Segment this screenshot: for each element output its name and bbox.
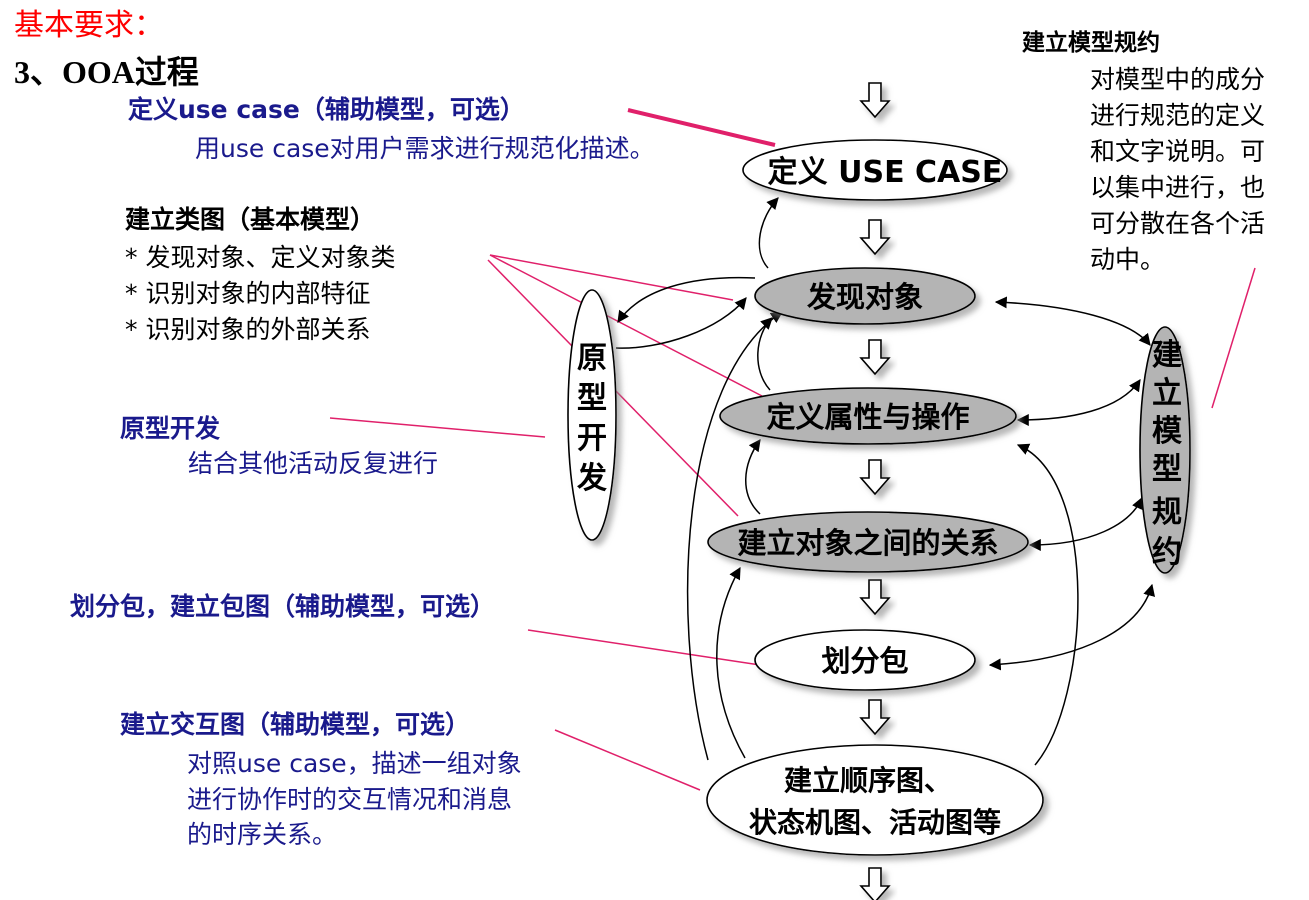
- section-title: 3、OOA过程: [14, 54, 199, 90]
- spec-node-char: 建: [1152, 338, 1182, 373]
- spec-note-line: 动中。: [1090, 245, 1165, 274]
- spec-node: 建 立 模 型 规 约: [1139, 326, 1191, 574]
- prototype-node: 原 型 开 发: [567, 289, 617, 541]
- class-diagram-item: * 识别对象的内部特征: [125, 279, 370, 308]
- spec-node-char: 模: [1152, 414, 1182, 449]
- pointer-line: [489, 254, 734, 301]
- class-diagram-note-title: 建立类图（基本模型）: [125, 205, 375, 234]
- spec-note-line: 以集中进行，也: [1090, 173, 1265, 202]
- pointer-line: [627, 108, 776, 147]
- prototype-node-char: 原: [577, 341, 607, 376]
- spec-note-title: 建立模型规约: [1022, 29, 1160, 56]
- spec-note-line: 对模型中的成分: [1090, 65, 1265, 94]
- feedback-arrow: [686, 311, 783, 761]
- node-packages: 划分包: [754, 629, 976, 691]
- node-define-attributes: 定义属性与操作: [719, 387, 1017, 445]
- interaction-note-body: 进行协作时的交互情况和消息: [187, 785, 512, 814]
- node-build-relations: 建立对象之间的关系: [707, 511, 1029, 573]
- pointer-lines: [329, 108, 1256, 791]
- feedback-arrow: [716, 566, 746, 759]
- down-arrow-icon: [860, 579, 890, 615]
- prototype-arrow: [617, 276, 756, 323]
- pointer-line: [554, 729, 701, 791]
- node-label: 状态机图、活动图等: [749, 806, 1001, 839]
- pointer-line: [527, 629, 761, 666]
- prototype-arrow: [615, 297, 747, 349]
- spec-note-line: 进行规范的定义: [1090, 101, 1265, 130]
- spec-node-char: 规: [1152, 495, 1182, 530]
- node-label: 定义属性与操作: [766, 400, 969, 434]
- spec-node-char: 约: [1152, 535, 1182, 570]
- spec-note-body: 对模型中的成分 进行规范的定义 和文字说明。可 以集中进行，也 可分散在各个活 …: [1090, 65, 1265, 274]
- interaction-note-body: 的时序关系。: [187, 820, 337, 849]
- prototype-node-char: 型: [577, 381, 607, 416]
- interaction-note-title: 建立交互图（辅助模型，可选）: [120, 710, 470, 739]
- pointer-line: [329, 417, 546, 438]
- spec-arrow: [988, 583, 1156, 671]
- down-arrow-icon: [860, 219, 890, 255]
- node-label: 定义 USE CASE: [768, 155, 1003, 190]
- prototype-note-body: 结合其他活动反复进行: [188, 449, 438, 478]
- node-label: 建立顺序图、: [784, 764, 952, 797]
- feedback-arrow: [758, 197, 779, 269]
- prototype-node-char: 开: [577, 421, 607, 456]
- node-find-objects: 发现对象: [754, 267, 976, 325]
- down-arrow-icon: [860, 82, 890, 118]
- prototype-node-char: 发: [576, 461, 607, 496]
- node-define-use-case: 定义 USE CASE: [742, 139, 1008, 201]
- use-case-note-body: 用use case对用户需求进行规范化描述。: [195, 134, 655, 163]
- down-arrow-icon: [860, 339, 890, 375]
- use-case-note-title: 定义use case（辅助模型，可选）: [128, 95, 525, 124]
- prototype-note-title: 原型开发: [120, 414, 220, 443]
- package-note-title: 划分包，建立包图（辅助模型，可选）: [70, 592, 495, 621]
- pointer-line: [489, 254, 763, 397]
- node-label: 发现对象: [806, 280, 923, 314]
- down-arrow-icon: [860, 867, 890, 900]
- feedback-arrow: [757, 317, 773, 391]
- class-diagram-item: * 发现对象、定义对象类: [125, 243, 395, 272]
- node-label: 建立对象之间的关系: [737, 526, 998, 560]
- spec-arrow: [1028, 496, 1144, 551]
- spec-note-line: 可分散在各个活: [1090, 209, 1265, 238]
- spec-arrows: [988, 296, 1156, 671]
- node-diagrams: 建立顺序图、 状态机图、活动图等: [706, 744, 1044, 856]
- spec-note-line: 和文字说明。可: [1090, 137, 1265, 166]
- spec-arrow: [994, 296, 1151, 346]
- down-arrow-icon: [860, 459, 890, 495]
- pointer-line: [1211, 267, 1256, 409]
- spec-arrow: [1016, 379, 1141, 426]
- node-label: 划分包: [821, 644, 908, 678]
- requirement-title: 基本要求：: [14, 9, 164, 42]
- feedback-arrow: [1016, 443, 1079, 766]
- feedback-arrow: [745, 439, 761, 515]
- down-arrow-icon: [860, 699, 890, 735]
- class-diagram-item: * 识别对象的外部关系: [125, 315, 370, 344]
- interaction-note-body: 对照use case，描述一组对象: [187, 749, 522, 778]
- spec-node-char: 立: [1152, 376, 1182, 411]
- spec-node-char: 型: [1152, 452, 1182, 487]
